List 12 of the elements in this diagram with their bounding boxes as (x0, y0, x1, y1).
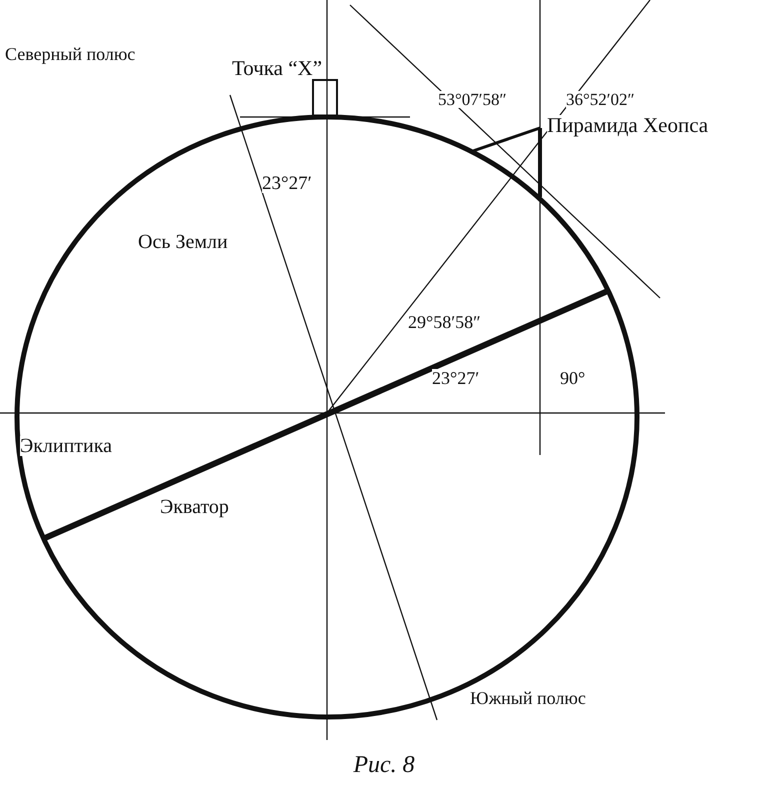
diagram-label: Южный полюс (470, 689, 586, 707)
diagram-label: Эклиптика (20, 436, 112, 456)
diagram-label: Пирамида Хеопса (547, 115, 708, 136)
diagram-label: 90° (560, 369, 586, 387)
diagram-label: Экватор (160, 497, 229, 517)
diagram-label: 53°07′58″ (438, 91, 507, 108)
diagram-label: 23°27′ (262, 174, 312, 193)
figure-caption: Рис. 8 (352, 752, 416, 779)
diagram-label: 23°27′ (432, 369, 480, 387)
diagram-label: 36°52′02″ (566, 91, 635, 108)
diagram-label: Северный полюс (5, 45, 136, 63)
diagram-label: 29°58′58″ (408, 313, 481, 331)
